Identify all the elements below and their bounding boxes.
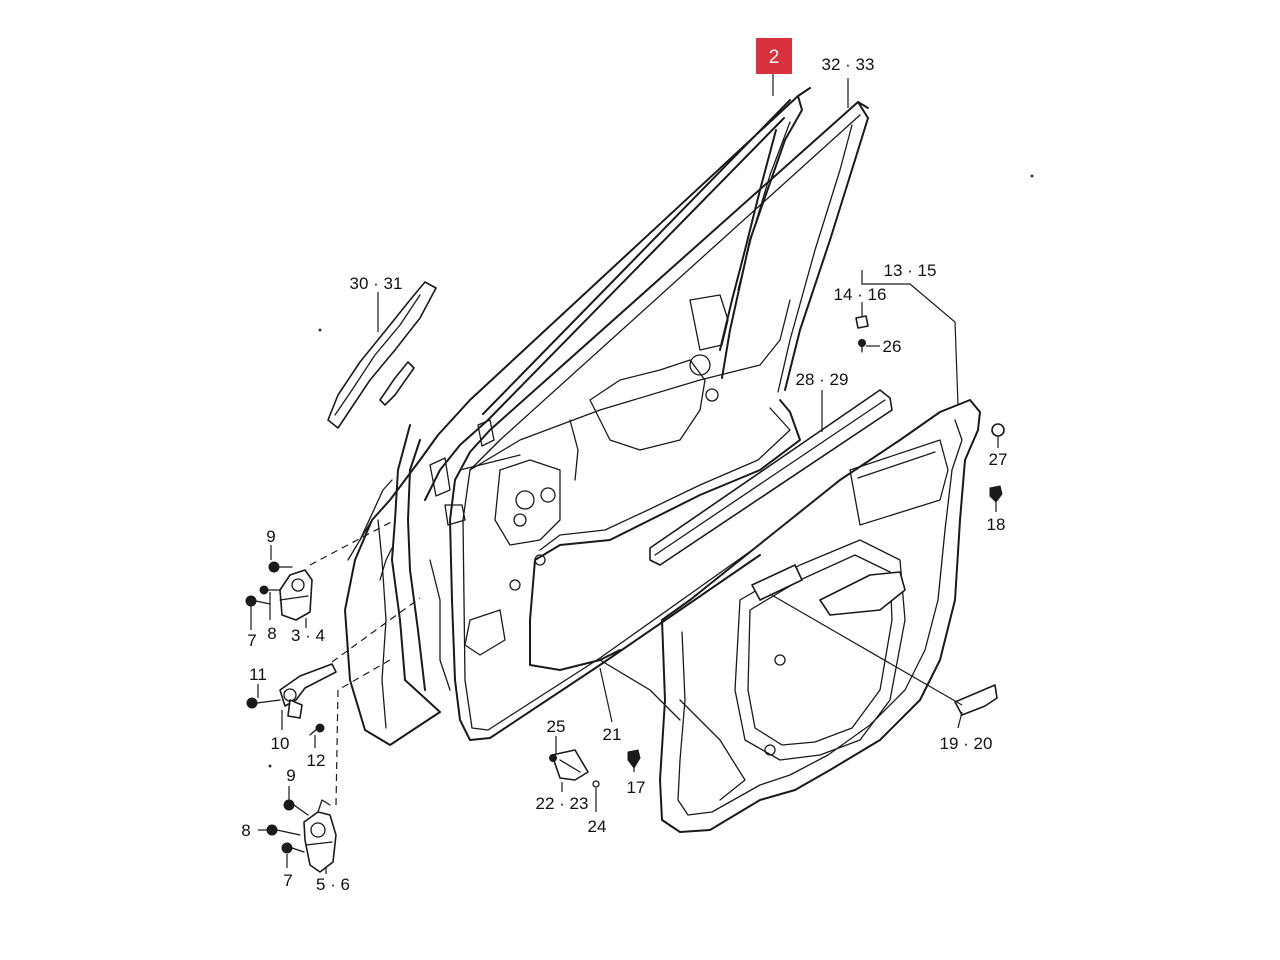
callout-5-6: 5 · 6: [316, 875, 350, 894]
callout-28-29: 28 · 29: [796, 370, 849, 389]
callout-30-31: 30 · 31: [350, 274, 403, 293]
belt-molding-part: [649, 389, 893, 566]
callout-11: 11: [249, 665, 267, 684]
upper-hinge-part: [245, 561, 313, 621]
callout-24: 24: [588, 817, 607, 836]
callout-7-lower: 7: [283, 871, 292, 890]
callout-9-upper: 9: [266, 527, 275, 546]
callout-8-upper: 8: [267, 624, 276, 643]
callout-32-33: 32 · 33: [822, 55, 875, 74]
callout-18: 18: [987, 515, 1006, 534]
door-inner-panel-part: [529, 399, 801, 721]
callout-21: 21: [603, 725, 622, 744]
callout-12: 12: [307, 751, 326, 770]
small-fasteners: [549, 315, 1005, 788]
highlighted-part-marker: [756, 38, 792, 74]
callout-26: 26: [883, 337, 902, 356]
lower-hinge-part: [266, 799, 337, 873]
door-trim-panel-part: [659, 399, 981, 833]
callout-3-4: 3 · 4: [291, 626, 325, 645]
callout-13-15: 13 · 15: [884, 261, 937, 280]
callout-2: 2: [769, 47, 780, 68]
door-check-part: [246, 663, 337, 736]
leader-lines: [250, 74, 999, 874]
weatherstrip-part: [449, 101, 869, 741]
callout-8-lower: 8: [241, 821, 250, 840]
callout-9-lower: 9: [286, 766, 295, 785]
callout-17: 17: [627, 778, 646, 797]
callout-22-23: 22 · 23: [536, 794, 589, 813]
window-sash-part: [327, 281, 437, 429]
callout-10: 10: [271, 734, 290, 753]
callout-labels: 2 32 · 33 30 · 31 13 · 15 14 · 16 26 28 …: [241, 47, 1007, 894]
callout-7-upper: 7: [247, 631, 256, 650]
callout-19-20: 19 · 20: [940, 734, 993, 753]
callout-27: 27: [989, 450, 1008, 469]
door-shell-part: [344, 87, 811, 746]
callout-14-16: 14 · 16: [834, 285, 887, 304]
callout-25: 25: [547, 717, 566, 736]
